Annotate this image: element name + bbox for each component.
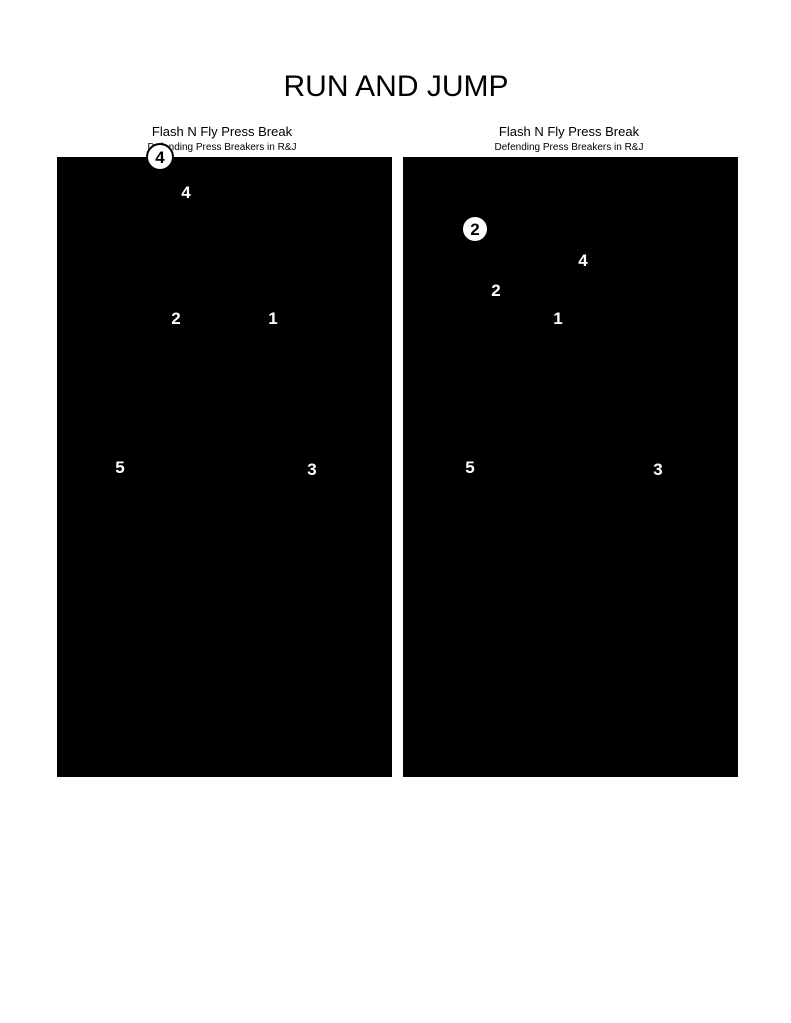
defender-1: 1 bbox=[260, 305, 286, 331]
svg-text:2: 2 bbox=[171, 309, 180, 328]
defender-1: 1 bbox=[545, 305, 571, 331]
svg-text:5: 5 bbox=[115, 458, 124, 477]
cut-arrow bbox=[468, 481, 500, 594]
offense-player-4: 4 bbox=[625, 178, 635, 197]
svg-text:4: 4 bbox=[578, 251, 588, 270]
play-note: Weakside 5 Flashes and 1 Flies Sideline.… bbox=[515, 589, 682, 739]
diagram-heading: Flash N Fly Press Break bbox=[499, 124, 640, 139]
cut-arrow bbox=[112, 223, 263, 285]
offense-player-5: 5 bbox=[343, 461, 352, 480]
diagram-subheading: Defending Press Breakers in R&J bbox=[148, 142, 297, 153]
offense-player-1: 1 bbox=[644, 225, 653, 244]
offense-player-2: 2 bbox=[270, 275, 279, 294]
defender-3: 3 bbox=[645, 456, 671, 482]
svg-text:3: 3 bbox=[307, 460, 316, 479]
offense-player-circled-2: 2 bbox=[461, 215, 489, 243]
svg-text:1: 1 bbox=[268, 309, 277, 328]
svg-text:4: 4 bbox=[155, 148, 165, 167]
defender-move-arrow bbox=[142, 276, 168, 307]
defender-4: 4 bbox=[173, 179, 199, 205]
svg-text:2: 2 bbox=[470, 220, 479, 239]
play-note: Typical Press Break Alignment. D1 and D2… bbox=[120, 546, 329, 641]
diagram-left: Flash N Fly Press Break Defending Press … bbox=[57, 124, 392, 777]
cut-arrow bbox=[439, 480, 471, 638]
svg-text:5: 5 bbox=[465, 458, 474, 477]
defender-move-arrow bbox=[222, 296, 261, 316]
diagram-right: Flash N Fly Press Break Defending Press … bbox=[403, 124, 738, 777]
offense-player-3: 3 bbox=[432, 458, 441, 477]
diagram-subheading: Defending Press Breakers in R&J bbox=[495, 142, 644, 153]
flash-arrow bbox=[586, 355, 691, 448]
svg-text:3: 3 bbox=[653, 460, 662, 479]
fly-arrow bbox=[655, 230, 711, 447]
offense-player-3: 3 bbox=[87, 458, 96, 477]
diagram-heading: Flash N Fly Press Break bbox=[152, 124, 293, 139]
svg-text:4: 4 bbox=[181, 183, 191, 202]
cut-arrow bbox=[179, 200, 286, 282]
defender-2: 2 bbox=[163, 305, 189, 331]
offense-player-1: 1 bbox=[172, 275, 181, 294]
defender-3: 3 bbox=[299, 456, 325, 482]
screen-mark bbox=[468, 246, 486, 274]
offense-player-circled-4: 4 bbox=[146, 143, 174, 171]
svg-text:2: 2 bbox=[491, 281, 500, 300]
defender-5: 5 bbox=[107, 454, 133, 480]
page-title: RUN AND JUMP bbox=[283, 70, 508, 103]
offense-player-5: 5 bbox=[690, 461, 699, 480]
defender-5: 5 bbox=[457, 454, 483, 480]
defender-2: 2 bbox=[483, 277, 509, 303]
svg-text:1: 1 bbox=[553, 309, 562, 328]
defender-4: 4 bbox=[570, 247, 596, 273]
